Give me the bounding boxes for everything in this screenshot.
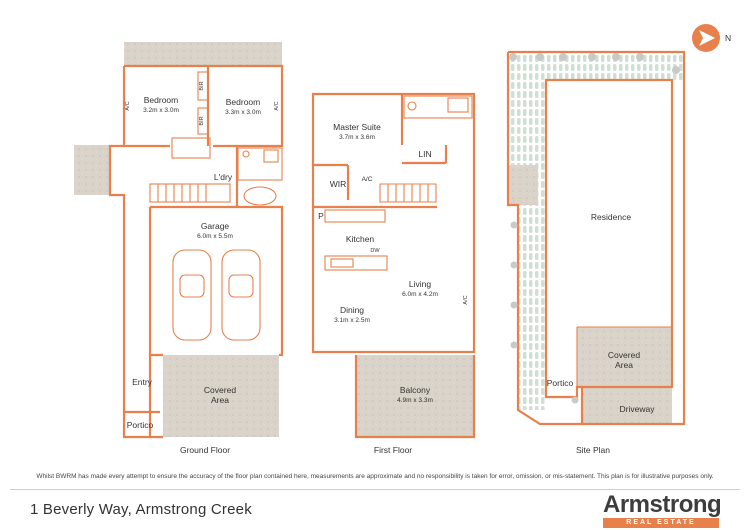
kitchen-label: Kitchen	[346, 234, 375, 244]
master-suite-label: Master Suite	[333, 122, 381, 132]
balcony-label: Balcony	[400, 385, 431, 395]
rear-paving	[124, 42, 282, 66]
bir-label-2: BIR	[199, 116, 205, 125]
property-address: 1 Beverly Way, Armstrong Creek	[30, 501, 252, 518]
bedroom-1-size: 3.2m x 3.0m	[143, 107, 179, 114]
ground-ac-label-1: A/C	[125, 101, 131, 110]
bedroom-2-label: Bedroom	[226, 97, 261, 107]
residence-label: Residence	[591, 212, 631, 222]
site-trees	[509, 53, 680, 404]
north-arrow-icon: N	[692, 24, 731, 52]
first-ac-label: A/C	[362, 176, 373, 183]
bedroom-1-label: Bedroom	[144, 95, 179, 105]
pantry-label: P	[318, 211, 324, 221]
site-plan: Residence Covered Area Portico Driveway …	[506, 50, 686, 455]
laundry-label: L'dry	[214, 172, 233, 182]
bir-label-1: BIR	[199, 81, 205, 90]
garage-size: 6.0m x 5.5m	[197, 233, 233, 240]
agency-tagline: REAL ESTATE	[603, 518, 719, 528]
ground-stairs	[149, 183, 231, 203]
ground-ac-label-2: A/C	[274, 101, 280, 110]
site-side-paving	[508, 165, 538, 205]
site-portico-label: Portico	[547, 378, 574, 388]
disclaimer-text: Whilst BWRM has made every attempt to en…	[36, 473, 714, 480]
living-size: 6.0m x 4.2m	[402, 291, 438, 298]
site-covered-line1: Covered	[608, 350, 640, 360]
first-floor-fixtures	[324, 95, 473, 271]
living-label: Living	[409, 279, 431, 289]
side-paving	[74, 145, 110, 195]
ground-portico-label: Portico	[127, 420, 154, 430]
master-suite-size: 3.7m x 3.6m	[339, 134, 375, 141]
ground-covered-line1: Covered	[204, 385, 236, 395]
entry-walls	[124, 355, 160, 437]
site-boundary	[506, 50, 686, 426]
ground-floor-title: Ground Floor	[180, 445, 230, 455]
footer-divider	[10, 489, 740, 490]
ground-covered-line2: Area	[211, 395, 229, 405]
first-floor-plan: Master Suite 3.7m x 3.6m LIN WIR A/C P K…	[311, 92, 476, 455]
driveway-label: Driveway	[620, 404, 656, 414]
dishwasher-label: DW	[370, 248, 380, 254]
first-internal-walls	[313, 94, 448, 209]
site-covered-line2: Area	[615, 360, 633, 370]
dining-size: 3.1m x 2.5m	[334, 317, 370, 324]
covered-area-paving	[163, 355, 279, 437]
wardrobe-box	[197, 71, 209, 135]
bedroom-walls	[124, 66, 237, 148]
garage-label: Garage	[201, 221, 230, 231]
bedroom-2-size: 3.3m x 3.0m	[225, 109, 261, 116]
balcony-size: 4.9m x 3.3m	[397, 397, 433, 404]
site-driveway-paving	[582, 388, 672, 424]
dining-label: Dining	[340, 305, 364, 315]
floor-plan-drawing: Bedroom 3.2m x 3.0m Bedroom 3.3m x 3.0m …	[74, 24, 731, 455]
site-covered-outline	[576, 326, 672, 387]
site-covered-paving	[577, 327, 672, 387]
living-ac-label: A/C	[463, 295, 469, 304]
wir-label: WIR	[330, 179, 347, 189]
entry-label: Entry	[132, 377, 153, 387]
north-label: N	[725, 33, 731, 43]
ground-floor-plan: Bedroom 3.2m x 3.0m Bedroom 3.3m x 3.0m …	[74, 42, 284, 455]
balcony-wall	[354, 355, 476, 439]
ground-bathroom-fixtures	[171, 137, 283, 206]
linen-label: LIN	[418, 149, 431, 159]
site-plan-title: Site Plan	[576, 445, 610, 455]
garage-cars	[172, 249, 261, 341]
site-lawn	[508, 52, 684, 410]
agency-logo: Armstrong REAL ESTATE	[603, 491, 722, 528]
agency-name: Armstrong	[603, 491, 722, 518]
balcony-paving	[356, 355, 474, 437]
first-outer-wall	[311, 92, 476, 354]
first-floor-title: First Floor	[374, 445, 412, 455]
